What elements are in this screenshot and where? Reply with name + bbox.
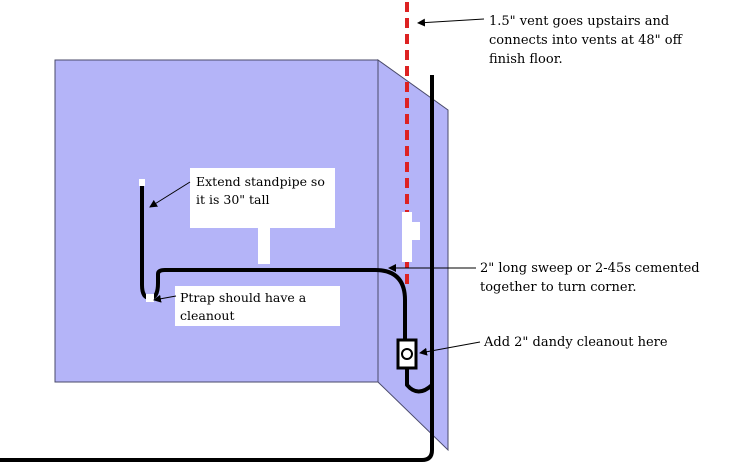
- vent-tee-mark: [402, 212, 420, 262]
- standpipe-tip: [139, 179, 145, 186]
- vent-note: 1.5" vent goes upstairs and connects int…: [489, 14, 686, 67]
- ptrap-note: Ptrap should have a cleanout: [180, 290, 310, 323]
- ptrap-arrow: [153, 294, 177, 303]
- standpipe-label-bg: [190, 168, 335, 228]
- dandy-cleanout: [396, 338, 418, 370]
- ptrap-label-bg: [175, 286, 340, 326]
- drain-pipe: [140, 185, 407, 355]
- standpipe-note: Extend standpipe so it is 30" tall: [196, 174, 329, 207]
- vent-arrow: [417, 18, 485, 27]
- standpipe-label-tab: [258, 226, 270, 264]
- sweep-note: 2" long sweep or 2-45s cemented together…: [480, 261, 704, 295]
- dandy-cleanout-cap: [401, 348, 413, 360]
- ptrap-marker: [146, 294, 154, 302]
- floor-drain-pipe: [0, 75, 434, 462]
- cleanout-arrow: [419, 341, 481, 356]
- cleanout-note: Add 2" dandy cleanout here: [483, 335, 668, 350]
- standpipe-arrow: [149, 181, 191, 208]
